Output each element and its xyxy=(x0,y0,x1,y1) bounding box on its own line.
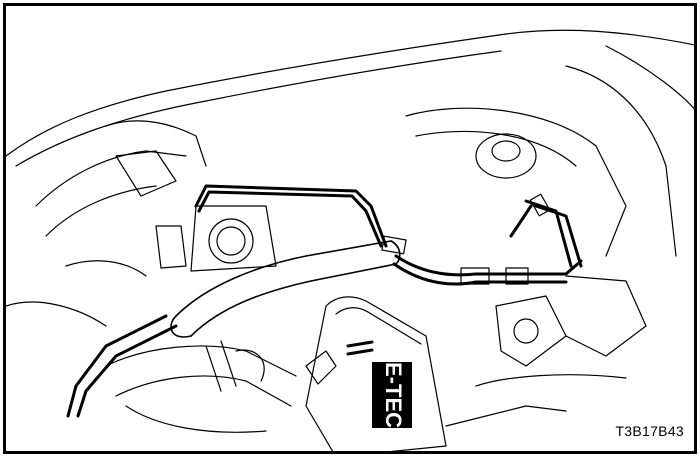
figure-code: T3B17B43 xyxy=(615,423,684,439)
engine-cover xyxy=(305,296,447,451)
engine-badge: E-TEC xyxy=(346,340,412,428)
hose-fittings xyxy=(381,193,551,285)
strut-tower xyxy=(405,65,677,257)
left-fender xyxy=(6,120,207,327)
ac-lines xyxy=(66,184,583,418)
hood-outline xyxy=(6,29,694,167)
filler-cap xyxy=(190,205,277,272)
right-components xyxy=(445,275,647,427)
diagram-frame: E-TEC T3B17B43 xyxy=(3,3,697,454)
lower-hoses xyxy=(105,340,297,433)
engine-badge-text: E-TEC xyxy=(381,362,406,428)
engine-bay-illustration: E-TEC xyxy=(6,29,694,451)
radiator-hose xyxy=(170,240,401,338)
